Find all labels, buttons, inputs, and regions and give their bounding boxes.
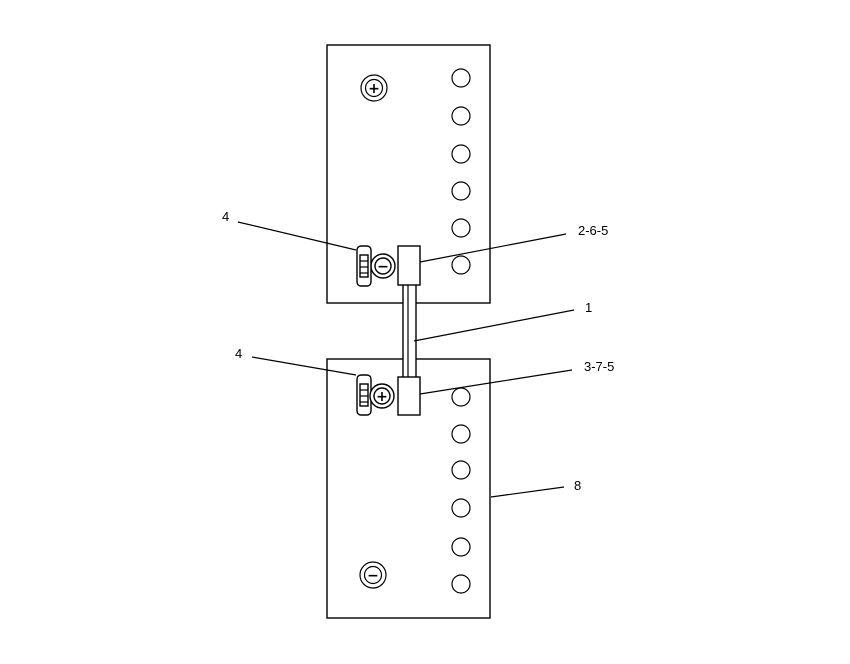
callout-labels: 4 2-6-5 1 4 3-7-5 8 [222,209,614,493]
cell-cap [451,144,471,164]
callout-bottom-connector: 3-7-5 [584,359,614,374]
cell-cap [451,460,471,480]
bottom-positive-terminal-clamp: + [356,374,395,416]
cell-cap [451,424,471,444]
callout-top-connector: 2-6-5 [578,223,608,238]
leader-lines [237,221,575,498]
cell-cap [451,106,471,126]
cell-cap [451,498,471,518]
callout-bottom-terminal: 4 [235,346,242,361]
cell-cap [451,68,471,88]
minus-symbol: − [377,259,389,275]
bottom-battery: − + [326,358,491,619]
minus-symbol: − [367,568,379,584]
callout-cable: 1 [585,300,592,315]
bottom-cable-connector [397,376,421,416]
bottom-negative-post: − [359,561,387,589]
cell-cap [451,574,471,594]
cell-cap [451,218,471,238]
top-battery-cells [451,68,471,275]
cell-cap [451,537,471,557]
plus-symbol: + [368,81,380,97]
callout-battery: 8 [574,478,581,493]
plus-symbol: + [376,389,388,405]
top-negative-terminal-clamp: − [356,245,396,287]
top-positive-post: + [360,74,388,102]
jumper-cable [397,245,421,416]
cell-cap [451,255,471,275]
bottom-battery-cells [451,387,471,594]
cable-body [402,281,417,380]
top-cable-connector [397,245,421,286]
callout-top-terminal: 4 [222,209,229,224]
cell-cap [451,181,471,201]
cell-cap [451,387,471,407]
